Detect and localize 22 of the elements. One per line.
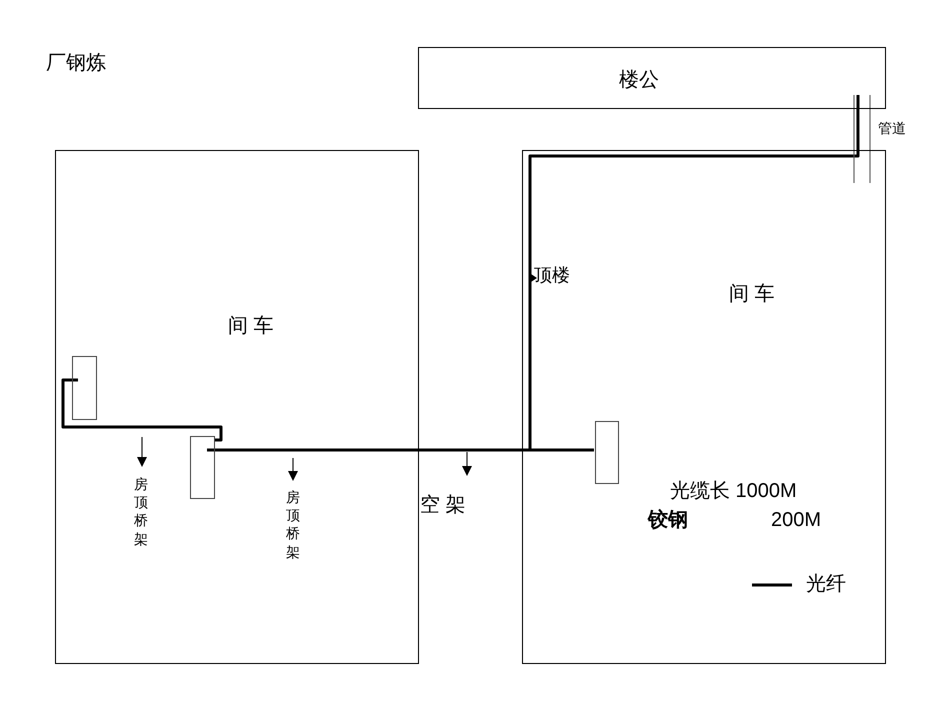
fiber-cable — [528, 109, 860, 452]
building-box — [418, 47, 886, 109]
fiber-cable — [214, 448, 594, 452]
legend-label: 光纤 — [806, 574, 846, 594]
cable-length-label: 光缆长 1000M — [670, 481, 797, 501]
workshop-box — [55, 150, 419, 664]
workshop-box — [522, 150, 886, 664]
duct-label: 管道 — [878, 121, 906, 135]
strand-length-label: 200M — [771, 510, 822, 530]
building-label: 间 车 — [228, 316, 274, 336]
equipment-box — [595, 421, 619, 484]
title-label: 厂钢炼 — [46, 53, 106, 73]
equipment-box — [72, 356, 97, 420]
strand-label: 铰钢 — [648, 510, 688, 530]
overhead-label: 空 架 — [420, 495, 466, 515]
building-label: 楼公 — [619, 70, 659, 90]
tray-label: 房顶桥架 — [134, 475, 149, 548]
tray-label: 房顶桥架 — [286, 488, 301, 561]
building-label: 间 车 — [729, 284, 775, 304]
roof-label: 顶楼 — [534, 266, 570, 284]
equipment-box — [190, 436, 215, 499]
fiber-cable — [62, 378, 222, 442]
